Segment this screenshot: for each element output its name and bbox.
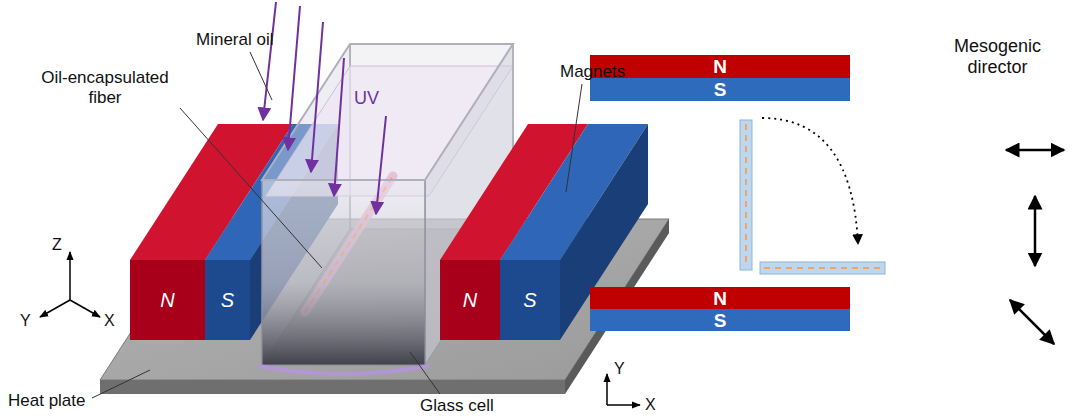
magnet-pole: S [500, 260, 560, 340]
magnet-pole: N [590, 55, 850, 78]
magnet-pole: N [590, 287, 850, 309]
pole-letter: S [714, 80, 727, 99]
axis-label: X [104, 312, 115, 330]
label: Oil-encapsulated fiber [30, 68, 180, 107]
pole-letter: S [221, 290, 234, 310]
axis-label: Y [20, 312, 31, 330]
label: Heat plate [8, 391, 86, 411]
pole-letter: N [713, 57, 727, 76]
magnet-pole: S [205, 260, 250, 340]
pole-letter: N [713, 289, 727, 308]
pole-letter: N [160, 290, 174, 310]
magnet-pole: N [130, 260, 205, 340]
axis-label: Z [52, 236, 62, 254]
leader-lines [92, 52, 582, 398]
director-arrows [1006, 150, 1064, 344]
label: Magnets [560, 62, 625, 82]
magnet-pole: N [440, 260, 500, 340]
magnet-pole: S [590, 309, 850, 331]
label: Glass cell [420, 396, 494, 416]
uv-arrows [263, 2, 386, 214]
axes-2d [607, 374, 640, 405]
axis-label: Y [614, 360, 625, 378]
pole-letter: S [523, 290, 536, 310]
label: Mesogenic director [935, 36, 1060, 77]
axis-label: X [645, 396, 656, 414]
uv-label: UV [354, 88, 379, 109]
pole-letter: N [463, 290, 477, 310]
magnet-pole: S [590, 78, 850, 101]
axes-3d [40, 252, 100, 317]
pole-letter: S [714, 311, 727, 330]
fiber-top-view [740, 118, 885, 274]
label: Mineral oil [196, 30, 273, 50]
